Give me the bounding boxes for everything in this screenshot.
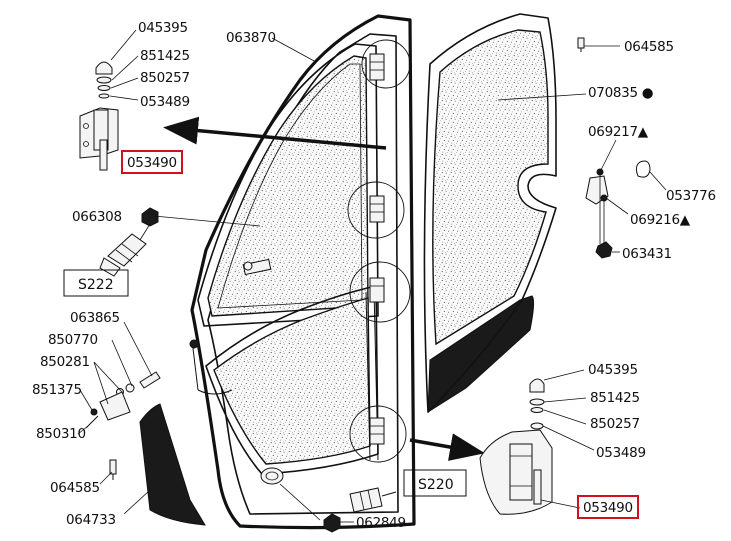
door-outer-frame	[190, 14, 416, 530]
label-064733: 064733	[66, 512, 116, 528]
tool-box-s222	[63, 269, 129, 297]
label-063865: 063865	[70, 310, 120, 326]
highlight-053490-bottom	[577, 495, 639, 519]
label-s220: S220	[418, 477, 454, 493]
label-064585-bottom: 064585	[50, 480, 100, 496]
striker-icon	[585, 168, 609, 205]
label-850770: 850770	[48, 332, 98, 348]
label-850257-top: 850257	[140, 70, 190, 86]
assembly-arrows	[163, 116, 485, 461]
leader-lines	[77, 29, 667, 523]
trim-panel-insert	[432, 29, 549, 346]
small-parts	[85, 37, 651, 533]
label-069216: 069216▲	[630, 212, 691, 228]
label-064585-top: 064585	[624, 39, 674, 55]
hex-nut-bottom-icon	[323, 513, 341, 533]
label-063431: 063431	[622, 246, 672, 262]
door-hinge-lower	[349, 261, 411, 323]
label-069217: 069217▲	[588, 124, 649, 140]
label-850257-bottom: 850257	[590, 416, 640, 432]
tool-wrench-icon	[99, 233, 147, 277]
hinge-pin-icon	[99, 139, 108, 171]
upper-window-seal	[217, 63, 363, 309]
door-trim-panel	[423, 13, 557, 413]
label-053489-top: 053489	[140, 94, 190, 110]
door-hinge-bottom	[349, 405, 407, 463]
tool-box-s220	[403, 469, 467, 497]
label-851425-top: 851425	[140, 48, 190, 64]
label-850310: 850310	[36, 426, 86, 442]
latch-rod	[189, 339, 233, 395]
door-handle	[260, 467, 284, 485]
label-053490-bottom: 053490	[583, 500, 633, 516]
label-053776: 053776	[666, 188, 716, 204]
label-045395-top: 045395	[138, 20, 188, 36]
label-062849: 062849	[356, 515, 406, 531]
door-hinge-upper	[361, 39, 411, 89]
bolt-group-icon	[85, 371, 161, 429]
label-850281: 850281	[40, 354, 90, 370]
label-s222: S222	[78, 277, 114, 293]
label-070835: 070835 ●	[588, 85, 654, 101]
lower-hinge-exploded	[479, 378, 553, 515]
hex-nut-left-icon	[141, 207, 159, 227]
trim-panel-outline	[423, 13, 557, 413]
highlight-053490-top	[121, 150, 183, 174]
screw-icon	[577, 37, 585, 52]
label-063870: 063870	[226, 30, 276, 46]
seal-ring-icon	[635, 160, 651, 178]
clip-icon	[109, 459, 117, 480]
part-labels: 045395 851425 850257 053489 053490 06387…	[32, 20, 716, 531]
door-lower-panel	[139, 403, 206, 526]
door-assembly	[139, 14, 416, 530]
label-053489-bottom: 053489	[596, 445, 646, 461]
upper-window-glass	[207, 55, 369, 317]
mirror-mount	[242, 258, 272, 276]
washer-icon	[96, 76, 112, 84]
hinge-cap-icon	[95, 61, 113, 75]
upper-hinge-exploded	[79, 61, 119, 171]
upper-window-frame	[197, 43, 379, 327]
label-851425-bottom: 851425	[590, 390, 640, 406]
label-045395-bottom: 045395	[588, 362, 638, 378]
door-hinge-mid	[347, 181, 405, 239]
tool-s220-icon	[349, 487, 397, 513]
label-053490-top: 053490	[127, 155, 177, 171]
hex-nut-icon	[595, 241, 613, 259]
label-851375: 851375	[32, 382, 82, 398]
label-066308: 066308	[72, 209, 122, 225]
